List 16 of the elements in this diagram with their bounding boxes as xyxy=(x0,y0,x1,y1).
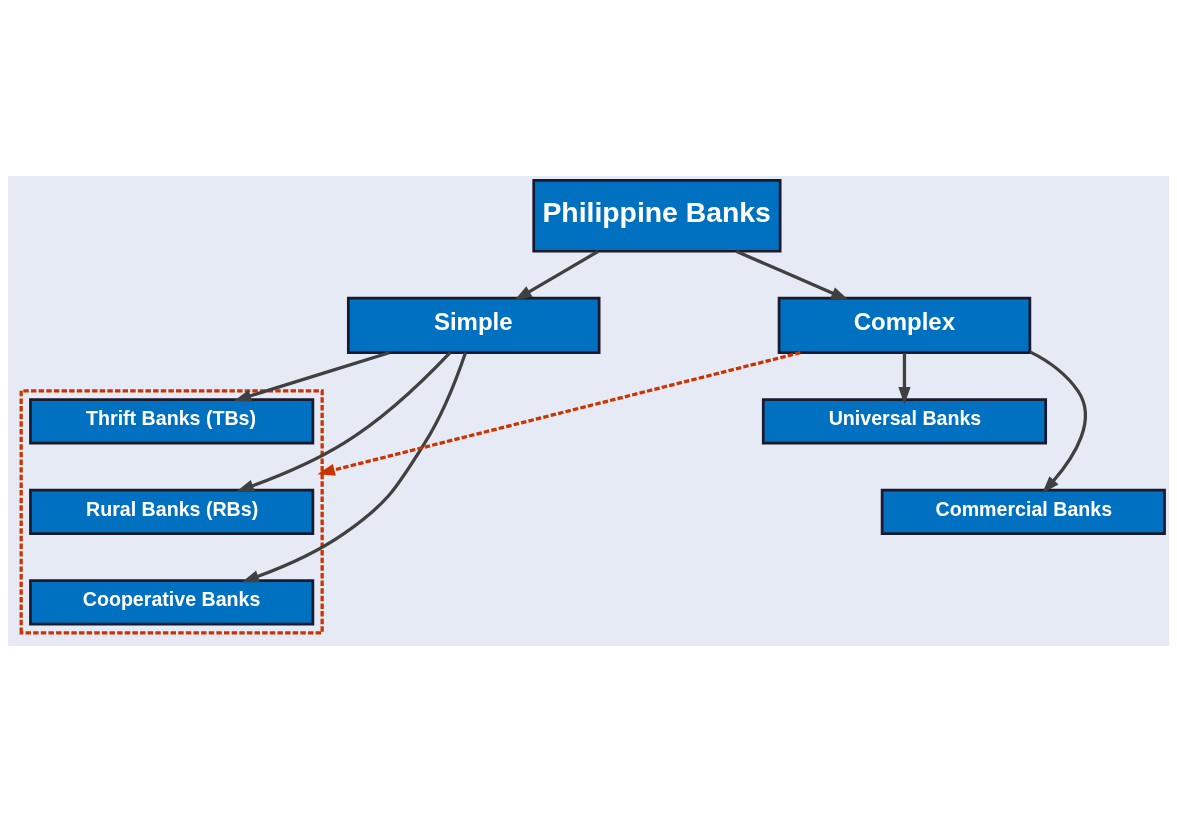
arrow xyxy=(898,353,911,405)
arrow xyxy=(233,351,390,402)
node-box: Complex xyxy=(777,296,1032,355)
arrow xyxy=(735,249,849,301)
node-box: Commercial Banks xyxy=(880,488,1166,536)
node-box: Thrift Banks (TBs) xyxy=(29,398,315,445)
node-box: Cooperative Banks xyxy=(29,579,315,626)
arrow xyxy=(241,352,468,583)
arrow xyxy=(1029,350,1087,494)
node-box: Universal Banks xyxy=(761,398,1048,445)
arrow xyxy=(236,351,452,492)
node-box: Rural Banks (RBs) xyxy=(29,488,315,536)
node-box: Philippine Banks xyxy=(532,179,782,253)
arrow xyxy=(317,351,801,476)
arrow xyxy=(514,250,599,301)
node-box: Simple xyxy=(346,296,601,355)
